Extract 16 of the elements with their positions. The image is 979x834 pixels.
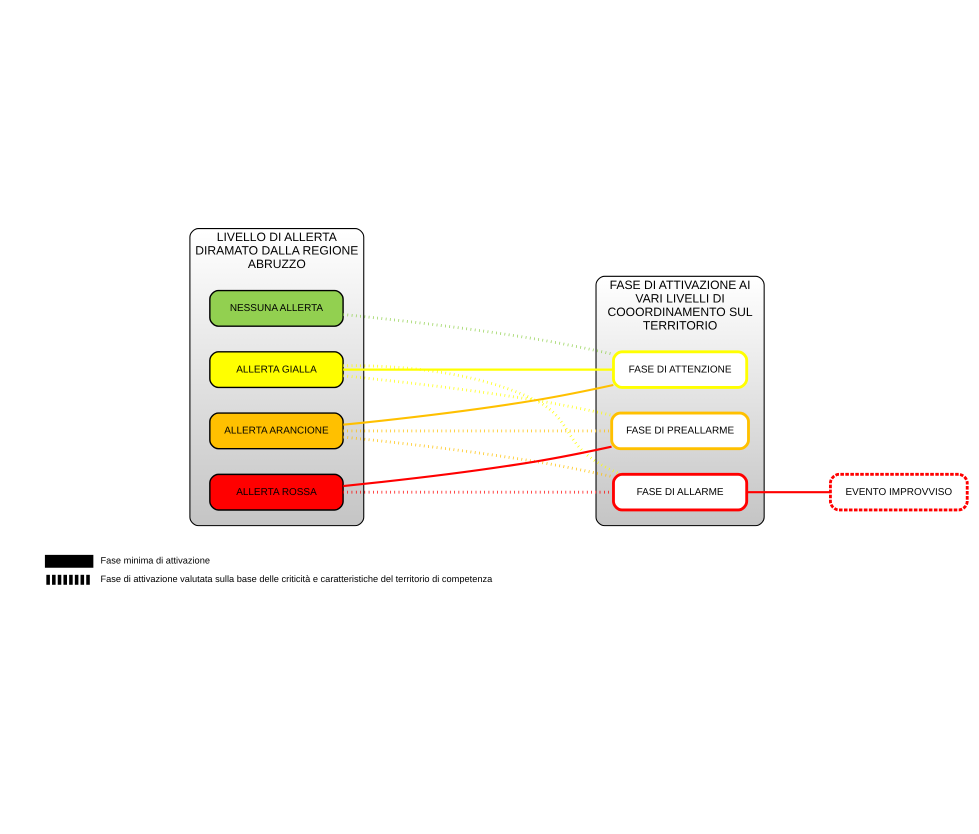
connector [746, 491, 830, 494]
node-box: ALLERTA GIALLA [209, 351, 344, 388]
connector [343, 429, 612, 432]
connector [343, 446, 612, 488]
node-box: FASE DI ATTENZIONE [612, 350, 748, 389]
connector [343, 384, 614, 426]
legend-label: Fase di attivazione valutata sulla base delle criticità e caratteristiche del territorio di competenza [100, 574, 492, 584]
legend-label: Fase minima di attivazione [100, 556, 210, 566]
node-box: ALLERTA ARANCIONE [209, 412, 344, 450]
node-box: EVENTO IMPROVVISO [829, 472, 969, 512]
connector [343, 374, 612, 416]
node-box: ALLERTA ROSSA [209, 474, 344, 511]
connector [343, 368, 614, 371]
node-box: NESSUNA ALLERTA [209, 290, 344, 327]
node-box: FASE DI ALLARME [612, 472, 748, 512]
node-box: FASE DI PREALLARME [610, 412, 750, 450]
